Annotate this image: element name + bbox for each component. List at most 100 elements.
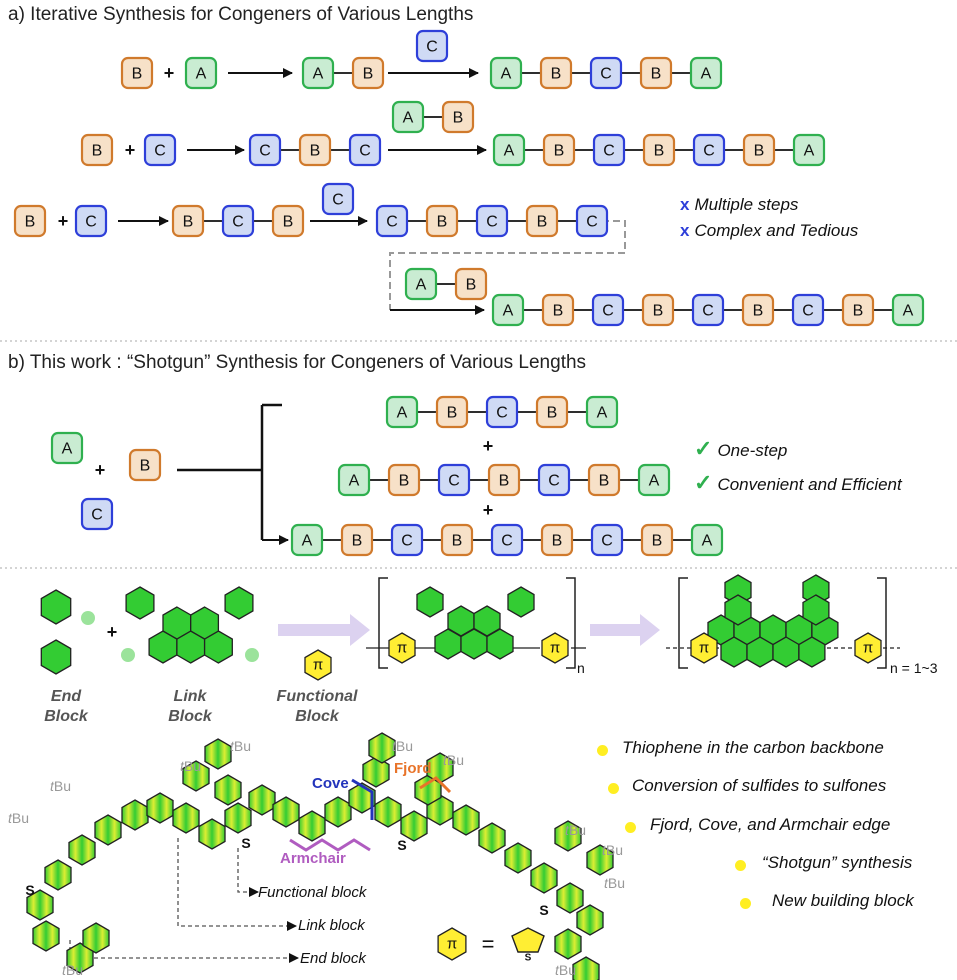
- block-a: [391, 100, 425, 134]
- link-point: [245, 648, 259, 662]
- block-b-label: B: [654, 143, 665, 160]
- backbone-ring: [478, 822, 506, 854]
- block-c-label: C: [602, 303, 614, 320]
- bullet-dot: [608, 783, 619, 794]
- block-c-label: C: [448, 473, 460, 490]
- tbu-prefix: t: [50, 778, 54, 794]
- callout-link-block: Link block: [298, 917, 365, 934]
- block-b: [440, 523, 474, 557]
- block-b-label: B: [552, 533, 563, 550]
- block-b: [535, 395, 569, 429]
- process-arrow: [590, 614, 660, 646]
- bullet-dot: [735, 860, 746, 871]
- plus-sign: +: [483, 500, 494, 520]
- backbone-ring: [172, 802, 200, 834]
- hexagon: [507, 586, 535, 618]
- block-c-label: C: [702, 303, 714, 320]
- block-a-label: A: [501, 66, 512, 83]
- block-a: [184, 56, 218, 90]
- block-c-label: C: [386, 214, 398, 231]
- dashed-continuation-arrow: [389, 220, 626, 310]
- block-c: [248, 133, 282, 167]
- block-a: [301, 56, 335, 90]
- block-c: [591, 293, 625, 327]
- block-a-label: A: [416, 277, 427, 294]
- tbu-suffix: Bu: [395, 738, 414, 754]
- link-block-hexagon: [190, 606, 220, 640]
- ring: [204, 738, 232, 770]
- block-c-label: C: [91, 507, 103, 524]
- plus-sign: +: [164, 63, 175, 83]
- block-c-label: C: [601, 533, 613, 550]
- tbu-label: tBu: [443, 752, 464, 768]
- repeat-n-range-label: n = 1~3: [890, 660, 938, 676]
- cross-icon: x: [680, 221, 690, 240]
- repeat-bracket: [678, 577, 688, 669]
- ring: [214, 774, 242, 806]
- functional-block-hexagon: [388, 632, 416, 664]
- pi-label: π: [863, 640, 873, 657]
- block-a-label: A: [503, 303, 514, 320]
- hexagon: [746, 636, 774, 668]
- link-block-hexagon: [125, 586, 155, 620]
- block-a: [385, 395, 419, 429]
- ring: [362, 756, 390, 788]
- block-b: [541, 293, 575, 327]
- backbone-ring: [576, 904, 604, 936]
- sulfur-atom: S: [397, 837, 406, 853]
- link-point: [121, 648, 135, 662]
- tbu-label: tBu: [230, 738, 251, 754]
- end-block-hexagon: [40, 589, 72, 625]
- connector-layer: [0, 68, 957, 963]
- backbone-ring: [224, 802, 252, 834]
- link-block-callout: [177, 838, 297, 931]
- block-a: [891, 293, 925, 327]
- block-b: [741, 293, 775, 327]
- end-block-label: End Block: [44, 688, 88, 725]
- block-a-label: A: [702, 533, 713, 550]
- sulfur-atom: S: [241, 835, 250, 851]
- block-c: [590, 523, 624, 557]
- block-c: [375, 204, 409, 238]
- block-c-label: C: [586, 214, 598, 231]
- block-c-label: C: [401, 533, 413, 550]
- tbu-label: tBu: [602, 842, 623, 858]
- check-icon: ✓: [694, 470, 713, 495]
- block-c: [537, 463, 571, 497]
- tbu-label: tBu: [8, 810, 29, 826]
- block-b-label: B: [547, 405, 558, 422]
- thiophene-sulfur: S: [525, 953, 532, 964]
- block-a: [404, 267, 438, 301]
- functional-block-hexagon: [437, 927, 467, 961]
- block-a: [690, 523, 724, 557]
- backbone-ring: [26, 889, 54, 921]
- block-c-label: C: [802, 303, 814, 320]
- functional-block-callout: [237, 848, 259, 897]
- bullet-dot: [625, 822, 636, 833]
- block-b-label: B: [551, 66, 562, 83]
- tbu-suffix: Bu: [558, 962, 577, 978]
- block-a-label: A: [804, 143, 815, 160]
- tbu-prefix: t: [392, 738, 396, 754]
- plus-sign: +: [125, 140, 136, 160]
- hexagon: [802, 594, 830, 626]
- backbone-ring: [146, 792, 174, 824]
- plus-sign: +: [95, 460, 106, 480]
- block-a-label: A: [597, 405, 608, 422]
- backbone-ring: [324, 796, 352, 828]
- tbu-prefix: t: [604, 875, 608, 891]
- block-b: [487, 463, 521, 497]
- backbone-ring: [198, 818, 226, 850]
- block-a-label: A: [313, 66, 324, 83]
- block-b-label: B: [599, 473, 610, 490]
- backbone-ring: [121, 799, 149, 831]
- bullet-shotgun: “Shotgun” synthesis: [762, 853, 913, 872]
- block-a-label: A: [649, 473, 660, 490]
- tbu-label: tBu: [555, 962, 576, 978]
- block-b-label: B: [466, 277, 477, 294]
- block-a: [637, 463, 671, 497]
- block-b: [441, 100, 475, 134]
- block-b-label: B: [499, 473, 510, 490]
